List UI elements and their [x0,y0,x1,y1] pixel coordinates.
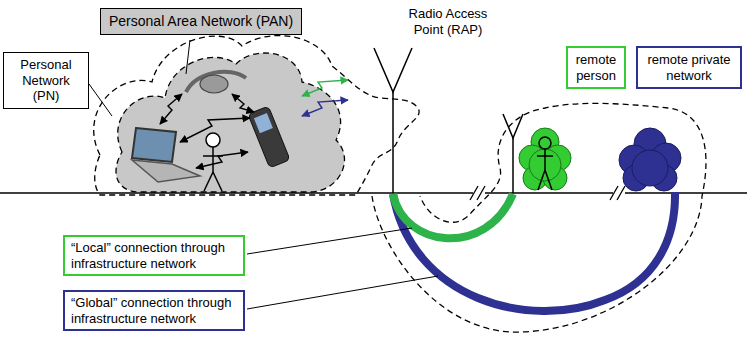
leader-line [89,84,112,116]
pan-cloud [116,53,344,192]
antenna [374,48,412,193]
pn-outline-infrastructure [372,103,706,332]
wireless-link [180,118,250,142]
remote-person-cloud [519,128,571,190]
headset [186,72,246,92]
global-connection-box: “Global” connection through infrastructu… [63,290,245,331]
remote-person-box: remote person [566,46,626,89]
local-connection [393,194,513,238]
leader-line [247,228,412,254]
private-network-cloud [619,128,681,191]
local-connection-box: “Local” connection through infrastructur… [63,235,245,276]
phone-screen [254,113,273,133]
mobile-phone [248,106,290,168]
pn-label-box: Personal Network (PN) [3,52,89,109]
pan-label-box: Personal Area Network (PAN) [100,8,302,35]
break-mark [470,186,478,200]
laptop-screen [132,128,176,162]
radio-link-local [302,80,348,96]
wireless-link [232,94,254,112]
remote-network-box: remote private network [636,46,742,89]
node-text: “Global” connection through infrastructu… [71,295,237,326]
laptop-base [132,160,200,182]
wireless-link [196,152,248,168]
break-mark [617,186,625,200]
leader-line [186,40,190,74]
leader-line [247,276,438,309]
ground-line [0,192,747,194]
node-text: remote private network [642,52,736,83]
node-text: Personal Area Network (PAN) [109,13,293,30]
break-mark [477,186,485,200]
node-text: remote person [572,52,620,83]
radio-link-global [302,100,348,116]
pn-outline [94,36,419,195]
break-mark [610,186,618,200]
rap-label: Radio Access Point (RAP) [398,6,498,37]
headset-earpiece [200,75,228,93]
node-text: “Local” connection through infrastructur… [71,240,237,271]
stick-figure [537,137,553,190]
global-connection [393,192,675,311]
wireless-link [160,94,182,124]
node-text: Personal Network (PN) [8,57,84,104]
